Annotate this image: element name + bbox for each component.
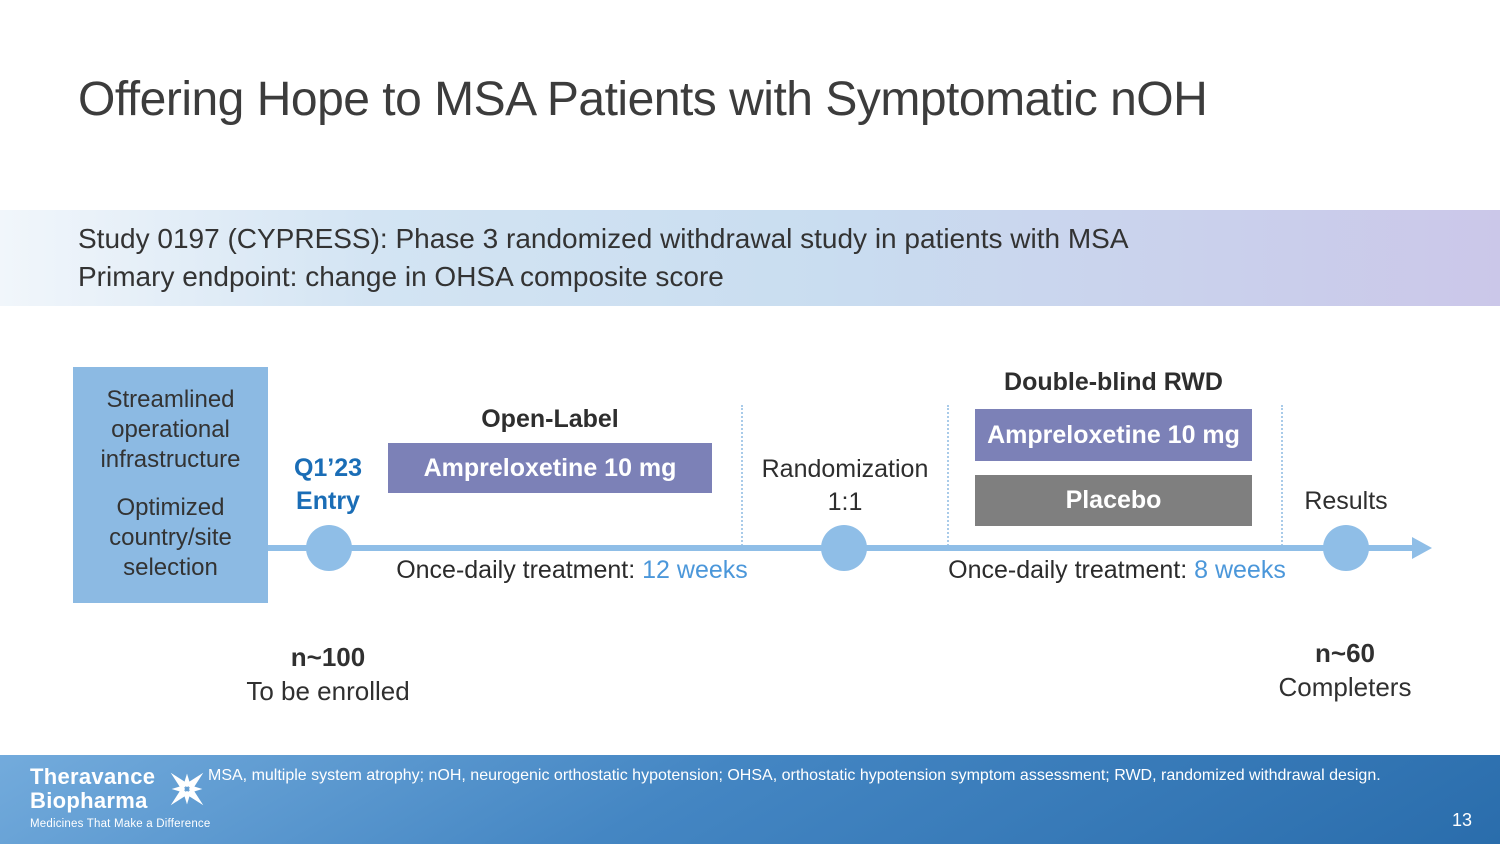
abbreviations-footnote: MSA, multiple system atrophy; nOH, neuro… <box>208 767 1381 784</box>
enrollment-label: To be enrolled <box>246 676 410 706</box>
timeline-node-entry <box>306 525 352 571</box>
treatment1-duration: 12 weeks <box>642 556 748 584</box>
logo-name-line1: Theravance <box>30 764 156 789</box>
double-blind-drug-box: Ampreloxetine 10 mg <box>975 409 1252 461</box>
randomization-label: Randomization 1:1 <box>745 453 945 519</box>
page-number: 13 <box>1451 810 1472 830</box>
randomization-line2: 1:1 <box>827 488 863 516</box>
infrastructure-box: Streamlined operational infrastructure O… <box>73 367 268 603</box>
timeline-node-randomization <box>821 525 867 571</box>
logo-name-line2: Biopharma <box>30 788 148 813</box>
placebo-text: Placebo <box>1065 486 1162 514</box>
phase-separator-2 <box>947 405 949 546</box>
logo-tagline: Medicines That Make a Difference <box>30 818 211 830</box>
results-label: Results <box>1304 487 1388 515</box>
slide-title: Offering Hope to MSA Patients with Sympt… <box>78 73 1208 126</box>
enrollment-count-block: n~100 To be enrolled <box>218 640 438 708</box>
completers-label: Completers <box>1278 672 1412 702</box>
double-blind-drug-text: Ampreloxetine 10 mg <box>987 420 1240 449</box>
study-summary-line1: Study 0197 (CYPRESS): Phase 3 randomized… <box>78 223 1129 254</box>
theravance-star-icon <box>171 772 204 806</box>
entry-quarter: Q1’23 <box>293 454 363 482</box>
double-blind-title: Double-blind RWD <box>1004 368 1223 396</box>
study-summary-line2: Primary endpoint: change in OHSA composi… <box>78 261 724 292</box>
study-summary-banner: Study 0197 (CYPRESS): Phase 3 randomized… <box>0 210 1500 306</box>
phase-separator-1 <box>741 405 743 546</box>
placebo-box: Placebo <box>975 475 1252 526</box>
treatment2-prefix: Once-daily treatment: <box>948 556 1188 584</box>
phase-separator-3 <box>1281 405 1283 546</box>
completers-count-block: n~60 Completers <box>1235 636 1455 704</box>
open-label-treatment-duration: Once-daily treatment: 12 weeks <box>332 556 812 585</box>
timeline-arrowhead-icon <box>1412 537 1432 559</box>
infrastructure-text-1: Streamlined operational infrastructure <box>100 386 241 473</box>
double-blind-treatment-duration: Once-daily treatment: 8 weeks <box>877 556 1357 585</box>
entry-label: Q1’23 Entry <box>263 452 393 518</box>
treatment2-duration: 8 weeks <box>1194 556 1286 584</box>
enrollment-count: n~100 <box>290 642 366 672</box>
infrastructure-text-2: Optimized country/site selection <box>109 494 232 581</box>
treatment1-prefix: Once-daily treatment: <box>396 556 636 584</box>
open-label-drug-box: Ampreloxetine 10 mg <box>388 443 712 493</box>
entry-word: Entry <box>296 487 360 515</box>
completers-count: n~60 <box>1315 638 1375 668</box>
theravance-logo: Theravance Biopharma Med <box>30 764 211 831</box>
footer-bar: Theravance Biopharma Med <box>0 755 1500 844</box>
timeline-node-results <box>1323 525 1369 571</box>
open-label-title: Open-Label <box>481 405 619 433</box>
open-label-drug-text: Ampreloxetine 10 mg <box>423 453 677 482</box>
randomization-line1: Randomization <box>761 455 929 483</box>
